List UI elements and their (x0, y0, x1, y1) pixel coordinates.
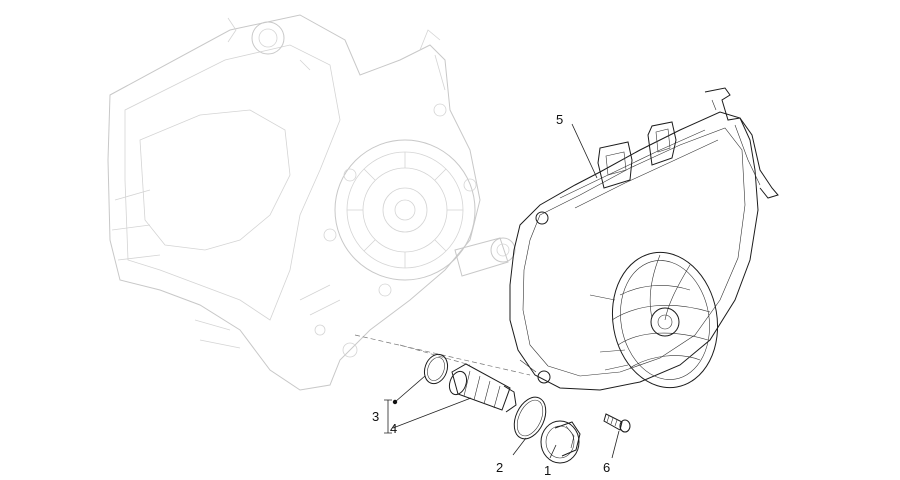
callout-3: 3 (372, 409, 379, 424)
callout-1: 1 (544, 463, 551, 478)
part-6-screw (603, 413, 631, 433)
leader-lines (384, 123, 620, 459)
part-5-fan-cover (509, 87, 779, 391)
part-2-o-ring (513, 396, 547, 440)
engine-crankcase-ghost (107, 14, 516, 391)
callout-2: 2 (496, 460, 503, 475)
part-4-filter-o-ring (423, 353, 449, 385)
callout-6: 6 (603, 460, 610, 475)
part-3-oil-filter-screen (448, 363, 517, 413)
part-1-drain-plug (540, 420, 581, 464)
callout-4: 4 (390, 421, 397, 436)
callout-5: 5 (556, 112, 563, 127)
